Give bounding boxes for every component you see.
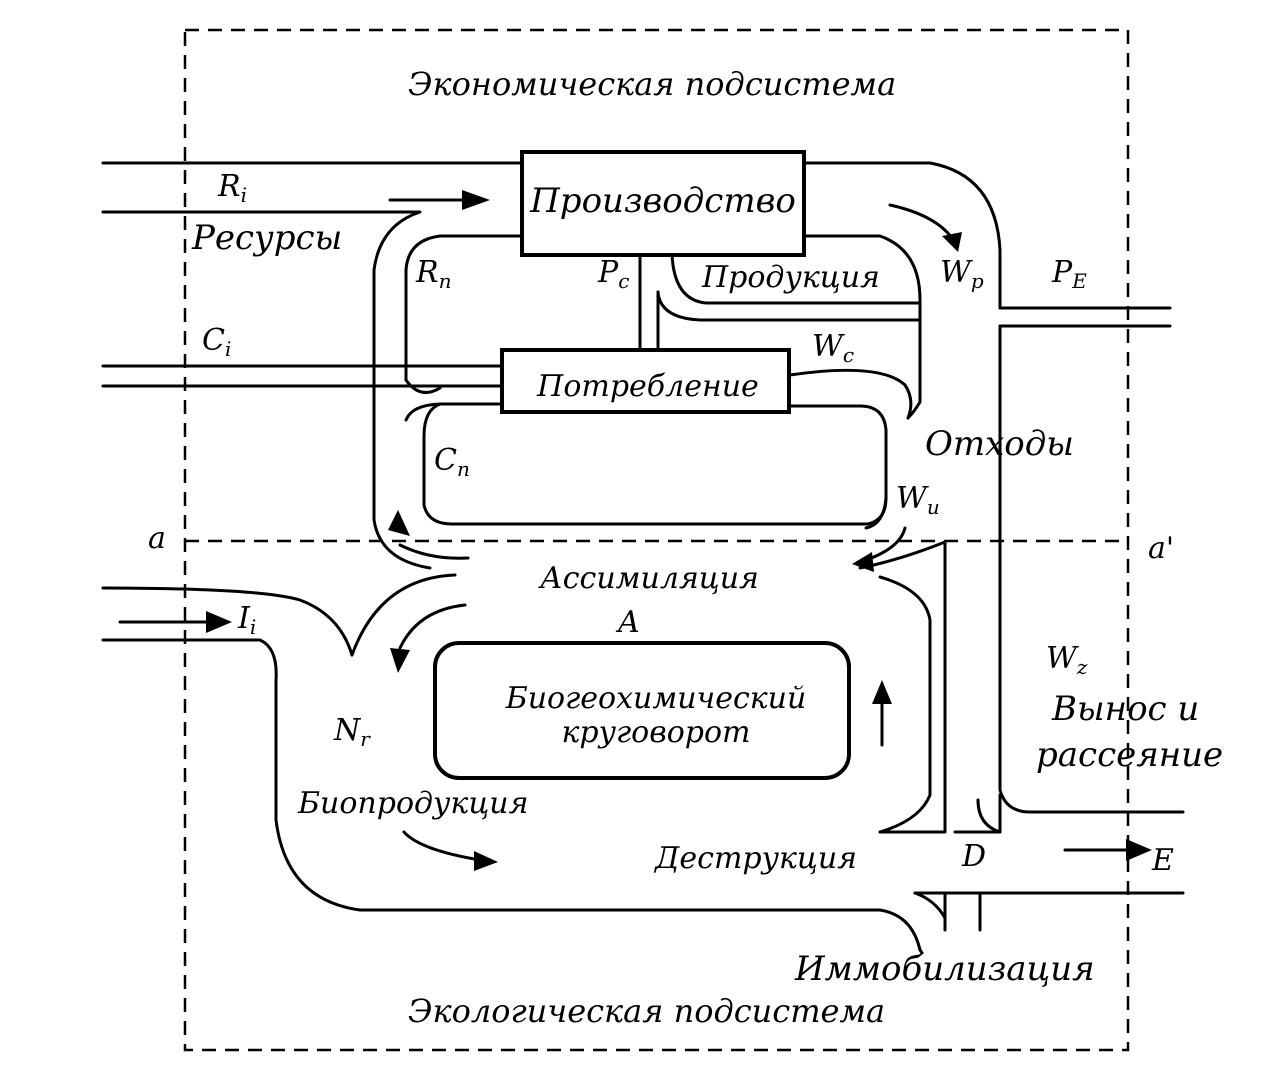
divider-label-a: a: [148, 521, 166, 556]
symbol-Ci: Ci: [202, 323, 231, 361]
symbol-Ii: Ii: [237, 601, 256, 639]
symbol-Wz: Wz: [1046, 641, 1088, 679]
divider-label-a-prime: a': [1148, 531, 1174, 566]
flow-channels: [101, 161, 1185, 955]
cycle-label-line2: круговорот: [562, 715, 751, 750]
symbol-D: D: [961, 839, 986, 874]
production-label: Производство: [529, 181, 796, 221]
resources-label: Ресурсы: [191, 218, 342, 258]
symbol-PE: PE: [1051, 255, 1087, 293]
waste-label: Отходы: [925, 424, 1074, 464]
symbol-Rn: Rn: [415, 255, 451, 293]
symbol-Cn: Cn: [434, 443, 470, 481]
consumption-label: Потребление: [536, 369, 759, 404]
ecological-subsystem-title: Экологическая подсистема: [408, 992, 885, 1030]
production-box: [520, 150, 806, 257]
flow-arrows: [118, 190, 1152, 871]
removal-label-line2: рассеяние: [1036, 735, 1223, 775]
bioproduction-label: Биопродукция: [297, 786, 528, 821]
consumption-box: [500, 348, 791, 414]
symbol-Nr: Nr: [333, 713, 371, 751]
immobilization-label: Иммобилизация: [794, 949, 1095, 989]
destruction-label: Деструкция: [653, 841, 857, 876]
removal-label-line1: Вынос и: [1051, 689, 1199, 729]
symbol-E: E: [1151, 843, 1174, 878]
product-label: Продукция: [701, 260, 880, 295]
symbol-Ri: Ri: [217, 169, 247, 207]
cycle-label-line1: Биогеохимический: [505, 681, 807, 716]
symbol-Wc: Wc: [812, 329, 854, 367]
symbol-Wu: Wu: [896, 481, 940, 519]
symbol-A: A: [615, 605, 640, 640]
economic-subsystem-title: Экономическая подсистема: [408, 65, 896, 103]
assimilation-label: Ассимиляция: [538, 561, 759, 596]
symbol-Wp: Wp: [940, 255, 984, 293]
symbol-Pc: Pc: [597, 255, 629, 293]
biogeochemical-cycle-box: [433, 641, 851, 780]
